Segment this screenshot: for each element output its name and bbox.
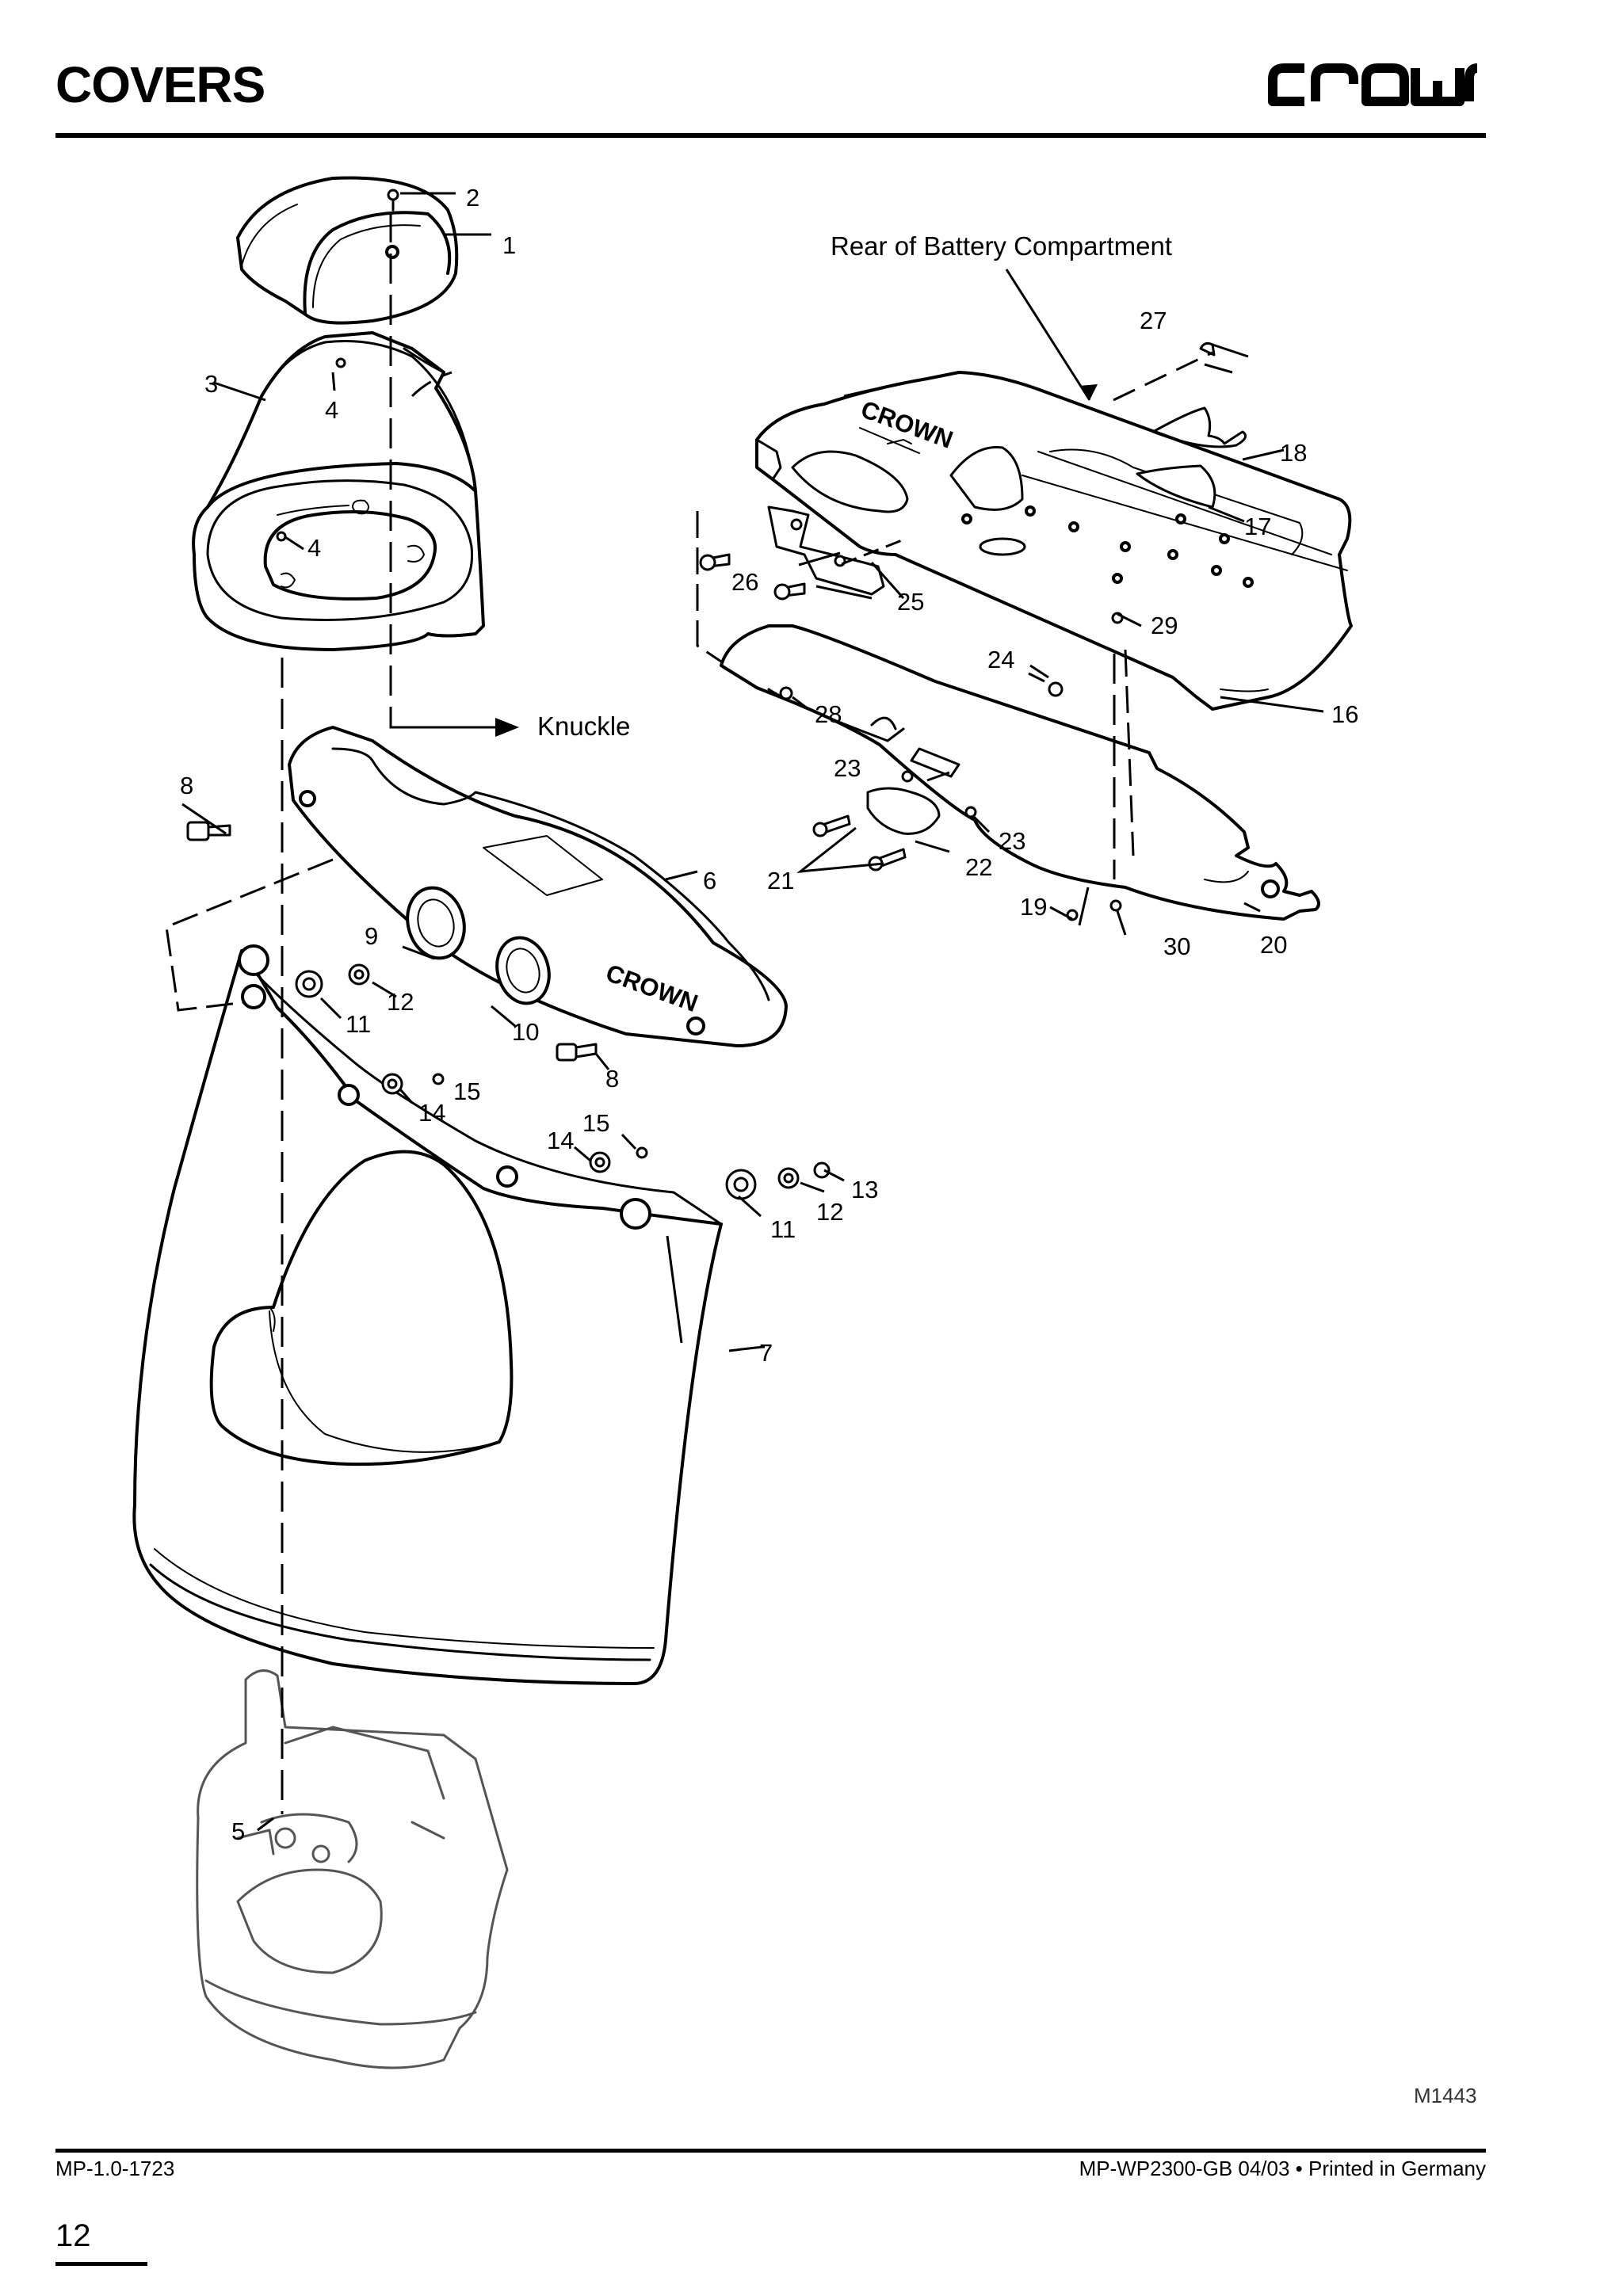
part-main-cover: [132, 944, 723, 1685]
truck-chassis: [196, 1669, 509, 2069]
part-plate-25: [767, 505, 885, 596]
callout-label: 6: [703, 867, 716, 894]
doc-code: MP-1.0-1723: [55, 2157, 175, 2180]
callout-label: 4: [307, 534, 321, 562]
callout-label: 11: [346, 1010, 371, 1038]
callout-label: 16: [1331, 700, 1358, 728]
callout-label: 11: [770, 1215, 796, 1243]
callout-label: 12: [387, 988, 414, 1016]
caption-knuckle: Knuckle: [537, 711, 630, 741]
page-number: 12: [55, 2218, 91, 2253]
callout-label: 28: [815, 700, 842, 728]
hardware-small-screws: [779, 612, 1124, 921]
page-number-rule: [55, 2262, 147, 2266]
callout-label: 12: [816, 1198, 843, 1226]
crown-logo: [1268, 63, 1478, 106]
callout-label: 8: [605, 1065, 619, 1093]
part-bracket: [720, 624, 1320, 921]
callout-label: 9: [365, 922, 378, 950]
footer-rule: [55, 2149, 1486, 2153]
callout-label: 22: [965, 853, 992, 881]
callout-label: 26: [731, 568, 758, 596]
callout-label: 2: [466, 184, 479, 212]
callout-label: 14: [547, 1127, 574, 1154]
callout-label: 5: [231, 1817, 245, 1845]
part-handle-clip: [1151, 406, 1247, 448]
callout-label: 1: [502, 231, 516, 259]
callout-label: 30: [1163, 933, 1190, 960]
hardware-screws: [186, 189, 648, 1159]
callout-label: 3: [204, 370, 218, 398]
callout-label: 24: [987, 646, 1014, 673]
callout-label: 18: [1280, 439, 1307, 467]
callout-label: 23: [999, 827, 1025, 855]
callout-label: 29: [1151, 612, 1178, 639]
callout-label: 19: [1020, 893, 1047, 921]
callout-label: 23: [834, 754, 861, 782]
callout-label: 8: [180, 772, 193, 799]
callout-label: 15: [582, 1109, 609, 1137]
figure-id: M1443: [1414, 2084, 1477, 2107]
part-head-panel: CROWN: [288, 726, 788, 1047]
callout-label: 15: [453, 1077, 480, 1105]
callout-label: 25: [897, 588, 924, 616]
callout-label: 4: [325, 396, 338, 424]
hardware-pins-26: [699, 553, 806, 601]
callout-label: 27: [1140, 307, 1167, 334]
page-title: COVERS: [55, 56, 265, 113]
callout-labels: 2 1 3 4 4 5 6 7 8 8 9 10 11 11 12 12 13 …: [180, 184, 1358, 1845]
callout-label: 14: [418, 1099, 445, 1127]
callout-label: 10: [512, 1018, 539, 1046]
part-battery-cover: CROWN: [755, 371, 1353, 711]
doc-info: MP-WP2300-GB 04/03 • Printed in Germany: [1079, 2157, 1486, 2180]
callout-label: 17: [1244, 513, 1271, 540]
callout-label: 7: [759, 1339, 773, 1367]
callout-label: 20: [1260, 931, 1287, 959]
callout-label: 13: [851, 1176, 878, 1203]
part-head-housing: [192, 331, 485, 651]
caption-rear-battery-compartment: Rear of Battery Compartment: [831, 231, 1172, 261]
callout-label: 21: [767, 867, 794, 894]
header-rule: [55, 133, 1486, 138]
part-bumper: [1136, 464, 1216, 509]
part-latch: [866, 787, 941, 835]
hardware-washers: [295, 963, 831, 1200]
part-top-cap: [236, 176, 459, 325]
